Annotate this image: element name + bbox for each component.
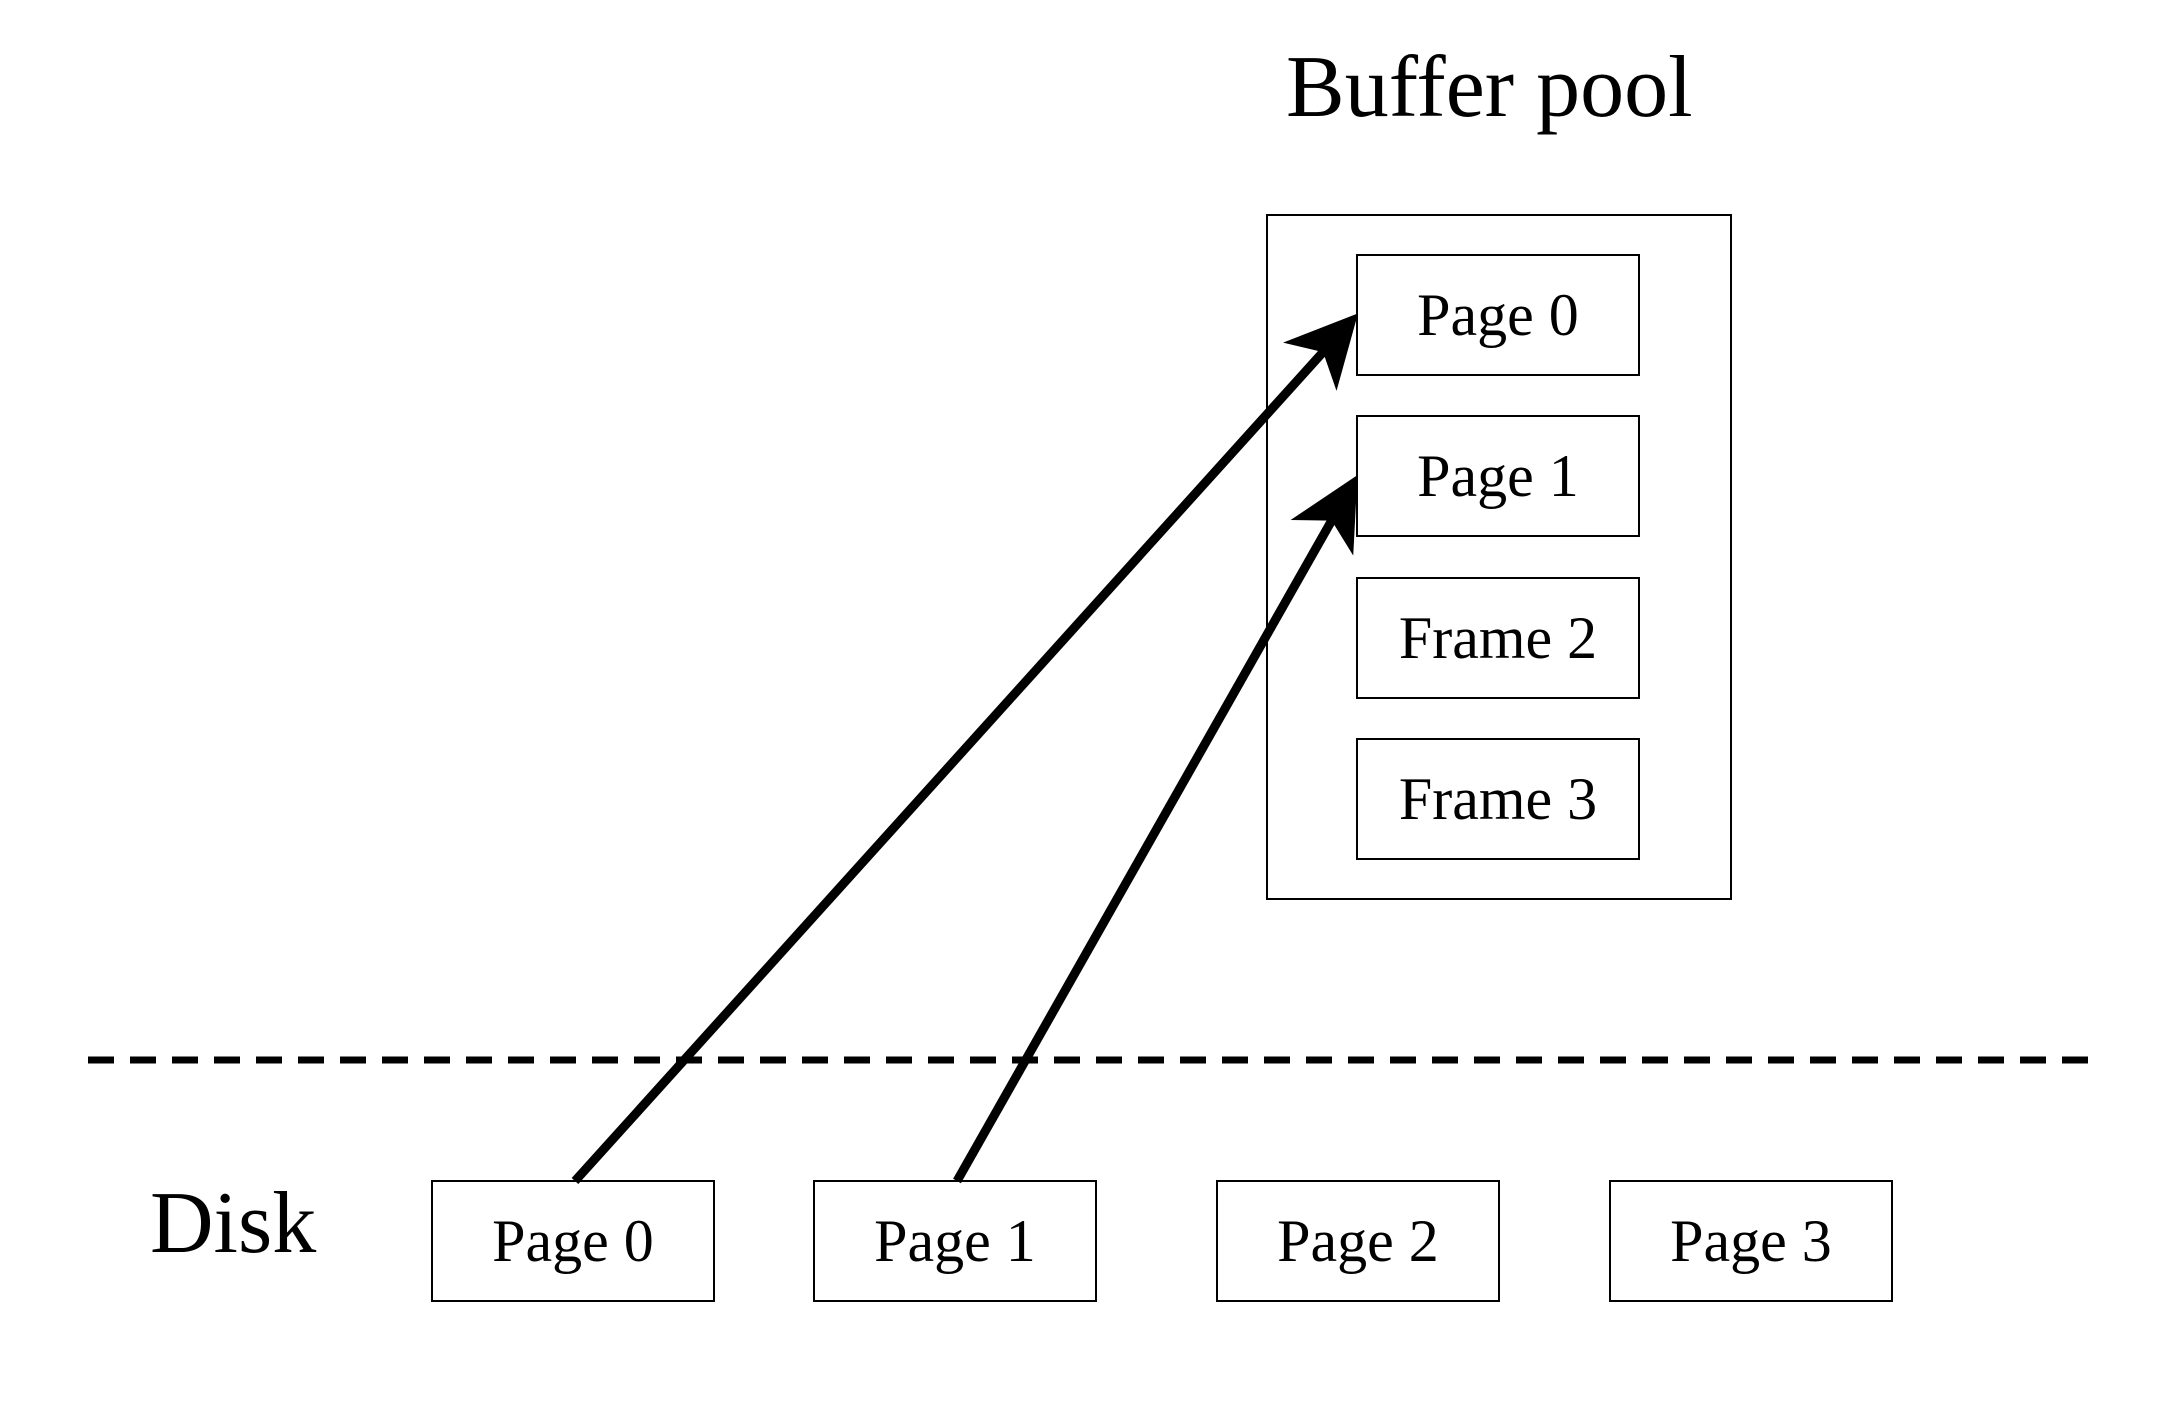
buffer-frame-3: Frame 3 (1356, 738, 1640, 860)
disk-title: Disk (150, 1175, 317, 1272)
disk-page-0: Page 0 (431, 1180, 715, 1302)
disk-page-1: Page 1 (813, 1180, 1097, 1302)
disk-page-2: Page 2 (1216, 1180, 1500, 1302)
buffer-pool-title: Buffer pool (1286, 39, 1693, 136)
buffer-frame-1: Page 1 (1356, 415, 1640, 537)
disk-page-3: Page 3 (1609, 1180, 1893, 1302)
arrow-disk-page-0-to-frame-0 (571, 313, 1359, 1185)
buffer-frame-2: Frame 2 (1356, 577, 1640, 699)
buffer-frame-0: Page 0 (1356, 254, 1640, 376)
